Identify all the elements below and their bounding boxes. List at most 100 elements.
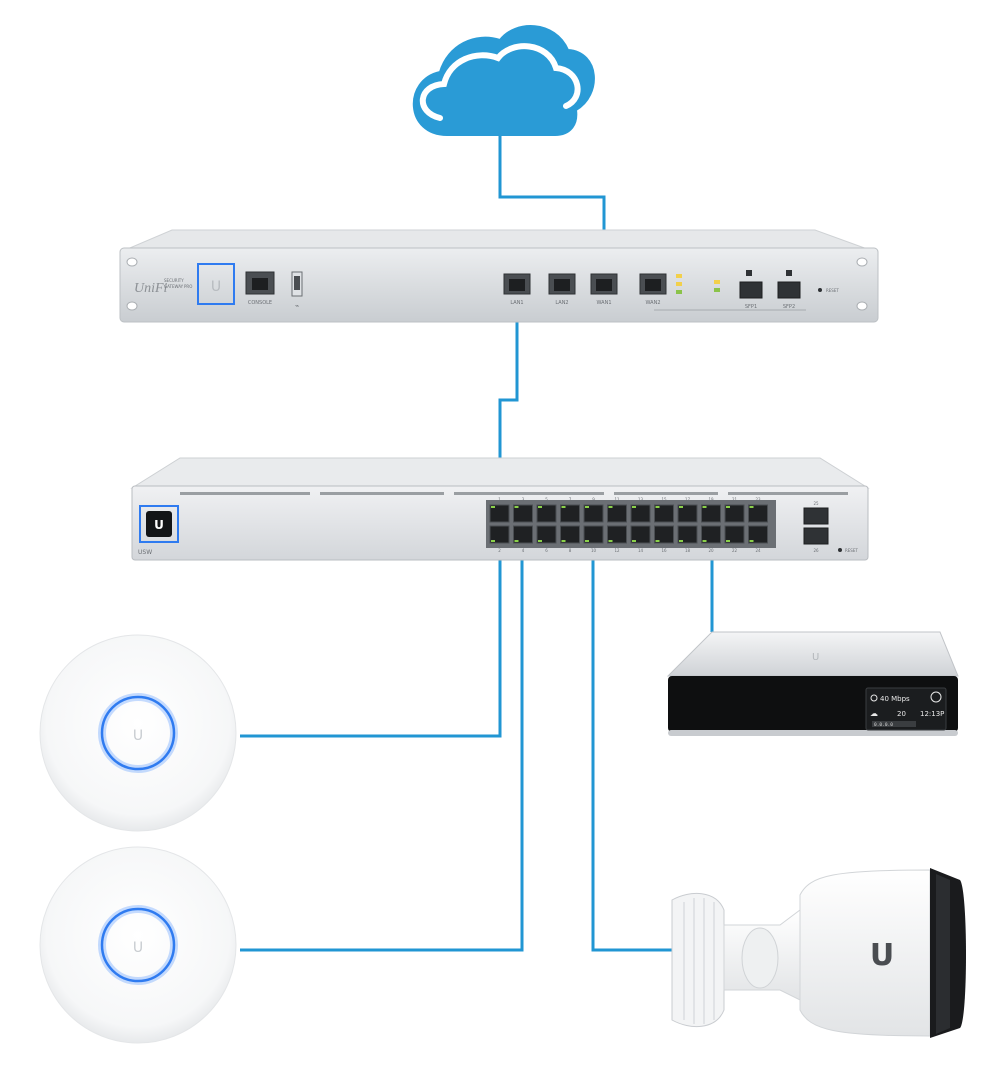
switch-port-label: 10 [591, 548, 597, 553]
switch-port-label: 17 [685, 497, 691, 502]
switch-reset-label: RESET [845, 548, 858, 553]
link-switch-to-camera [591, 542, 672, 952]
switch-port-label: 1 [498, 497, 501, 502]
switch-port-grid [489, 504, 768, 544]
switch-port-10 [583, 525, 604, 544]
gateway-reset-label: RESET [826, 288, 839, 293]
switch-port-led [514, 540, 519, 542]
lan2-label: LAN2 [555, 300, 568, 306]
gateway-status-legend [676, 274, 720, 294]
switch-port-label: 19 [708, 497, 714, 502]
switch-port-label: 5 [545, 497, 548, 502]
switch-port-led [538, 540, 542, 542]
cloud-key-display [865, 687, 947, 731]
sfp2-port [777, 281, 801, 299]
cloud-key-count: 20 [897, 710, 906, 718]
switch-sfp-bottom [803, 527, 829, 545]
switch-port-label: 3 [522, 497, 525, 502]
switch-port-15 [654, 504, 674, 523]
ap2-logo: U [133, 940, 143, 956]
cloud-icon-small: ☁ [870, 709, 878, 718]
cloud-key-top-logo: U [812, 652, 819, 663]
switch-port-21 [724, 504, 745, 523]
switch-port-led [702, 506, 707, 508]
gateway-logo-frame [197, 263, 235, 305]
gateway-model-line2: GATEWAY [164, 284, 184, 289]
switch-port-label: 4 [522, 548, 525, 553]
switch-port-led [491, 506, 495, 508]
switch-port-19 [701, 504, 721, 523]
switch-port-led [679, 506, 683, 508]
usb-icon: ⌁ [295, 302, 299, 310]
access-point-1: U [39, 634, 237, 832]
switch-port-led [561, 540, 566, 542]
switch-port-label: 7 [569, 497, 572, 502]
cloud-key-time: 12:13P [920, 710, 944, 718]
switch-port-led [561, 506, 566, 508]
switch-port-label: 12 [614, 548, 620, 553]
switch-port-led [726, 506, 730, 508]
sfp2-label: SFP2 [783, 304, 795, 310]
switch-port-led [514, 506, 519, 508]
switch-port-12 [607, 525, 627, 544]
switch-port-led [679, 540, 683, 542]
switch-port-led [726, 540, 730, 542]
switch-port-5 [536, 504, 557, 523]
cloud-icon [412, 25, 595, 136]
switch-port-label: 23 [755, 497, 761, 502]
switch-port-led [749, 540, 754, 542]
lan1-label: LAN1 [510, 300, 523, 306]
switch-port-8 [560, 525, 580, 544]
switch-port-led [608, 540, 613, 542]
switch-port-led [491, 540, 495, 542]
switch-port-led [702, 540, 707, 542]
switch-port-label: 13 [638, 497, 644, 502]
switch-port-led [538, 506, 542, 508]
gateway-reset-button [818, 288, 822, 292]
console-label: CONSOLE [248, 300, 272, 306]
switch-logo-frame [139, 505, 179, 543]
switch-port-1 [489, 504, 510, 523]
switch-port-label: 14 [638, 548, 644, 553]
switch-port-label: 21 [732, 497, 738, 502]
switch-port-label: 2 [498, 548, 501, 553]
switch-port-label: 20 [708, 548, 714, 553]
switch-logo-icon: U [154, 518, 164, 532]
switch-port-label: 24 [755, 548, 761, 553]
switch-sfp-top [803, 507, 829, 525]
switch-port-label: 16 [661, 548, 667, 553]
cloud-key-status: 0.0.0.0 [874, 722, 893, 728]
switch-port-led [632, 506, 636, 508]
switch-port-led [585, 540, 589, 542]
gateway-model-badge: PRO [184, 284, 192, 289]
switch-port-label: 11 [614, 497, 620, 502]
switch-port-22 [724, 525, 745, 544]
ap1-logo: U [133, 728, 143, 744]
switch-port-13 [630, 504, 651, 523]
switch-port-label: 8 [569, 548, 572, 553]
switch-port-14 [630, 525, 651, 544]
cloud-key-speed: 40 Mbps [880, 695, 910, 703]
switch-port-23 [748, 504, 768, 523]
switch-reset-button [838, 548, 842, 552]
switch-sfp-top-label: 25 [813, 501, 819, 506]
sfp1-label: SFP1 [745, 304, 757, 310]
link-switch-to-ap1 [240, 542, 502, 738]
switch-port-led [655, 506, 660, 508]
cloud-key-device: U 40 Mbps ☁ 20 12:13P 0.0.0.0 [666, 631, 959, 736]
sfp1-port [739, 281, 763, 299]
wan2-label: WAN2 [645, 300, 660, 306]
switch-port-6 [536, 525, 557, 544]
gateway-brand: UniFi [134, 281, 168, 296]
switch-sfp-bottom-label: 26 [813, 548, 819, 553]
switch-port-11 [607, 504, 627, 523]
switch-model-label: USW [138, 549, 152, 556]
switch-port-7 [560, 504, 580, 523]
switch-port-17 [677, 504, 698, 523]
switch-port-18 [677, 525, 698, 544]
switch-port-led [655, 540, 660, 542]
switch-port-4 [513, 525, 533, 544]
switch-port-2 [489, 525, 510, 544]
